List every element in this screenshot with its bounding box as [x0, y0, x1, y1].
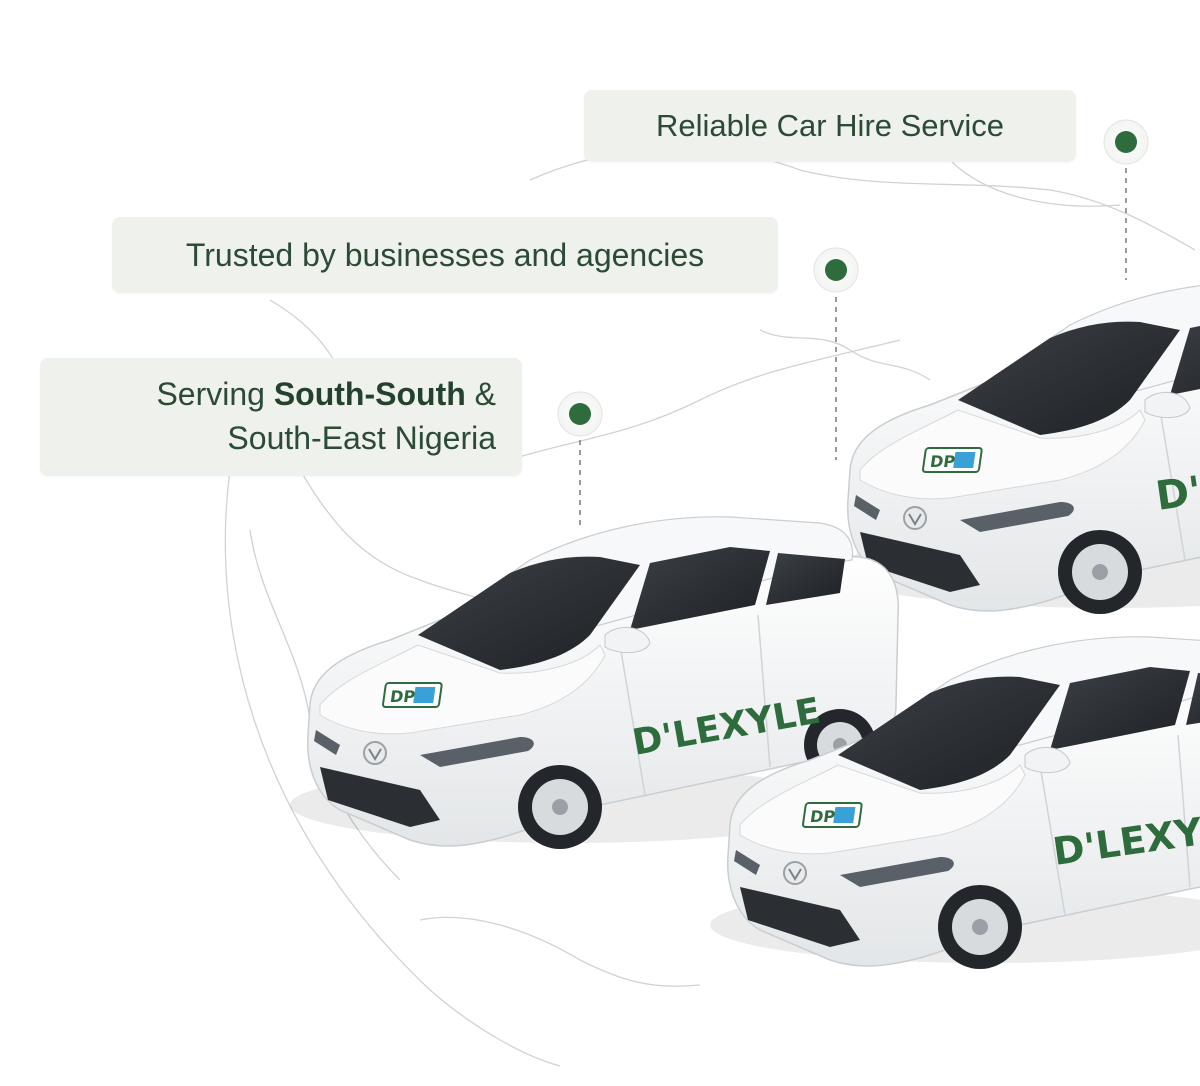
serving-prefix: Serving — [156, 376, 274, 412]
serving-line-1: Serving South-South & — [40, 372, 496, 416]
car-back-right: D'LEXYLE — [829, 280, 1200, 615]
callout-reliable-service: Reliable Car Hire Service — [584, 90, 1076, 162]
callout-trusted: Trusted by businesses and agencies — [112, 217, 778, 293]
location-dot-icon — [557, 391, 603, 437]
car-front-left: D'LEXYLE — [289, 515, 900, 850]
serving-suffix: & — [465, 376, 496, 412]
serving-bold-region: South-South — [273, 376, 466, 412]
connector-lines — [579, 158, 1127, 530]
location-dot-icon — [813, 247, 859, 293]
car-front-right: D'LEXYLE — [709, 635, 1200, 970]
callout-reliable-text: Reliable Car Hire Service — [655, 108, 1004, 143]
callout-serving-regions: Serving South-South & South-East Nigeria — [40, 358, 522, 476]
location-dot-icon — [1103, 119, 1149, 165]
callout-trusted-text: Trusted by businesses and agencies — [185, 237, 705, 273]
serving-line-2: South-East Nigeria — [227, 420, 496, 456]
